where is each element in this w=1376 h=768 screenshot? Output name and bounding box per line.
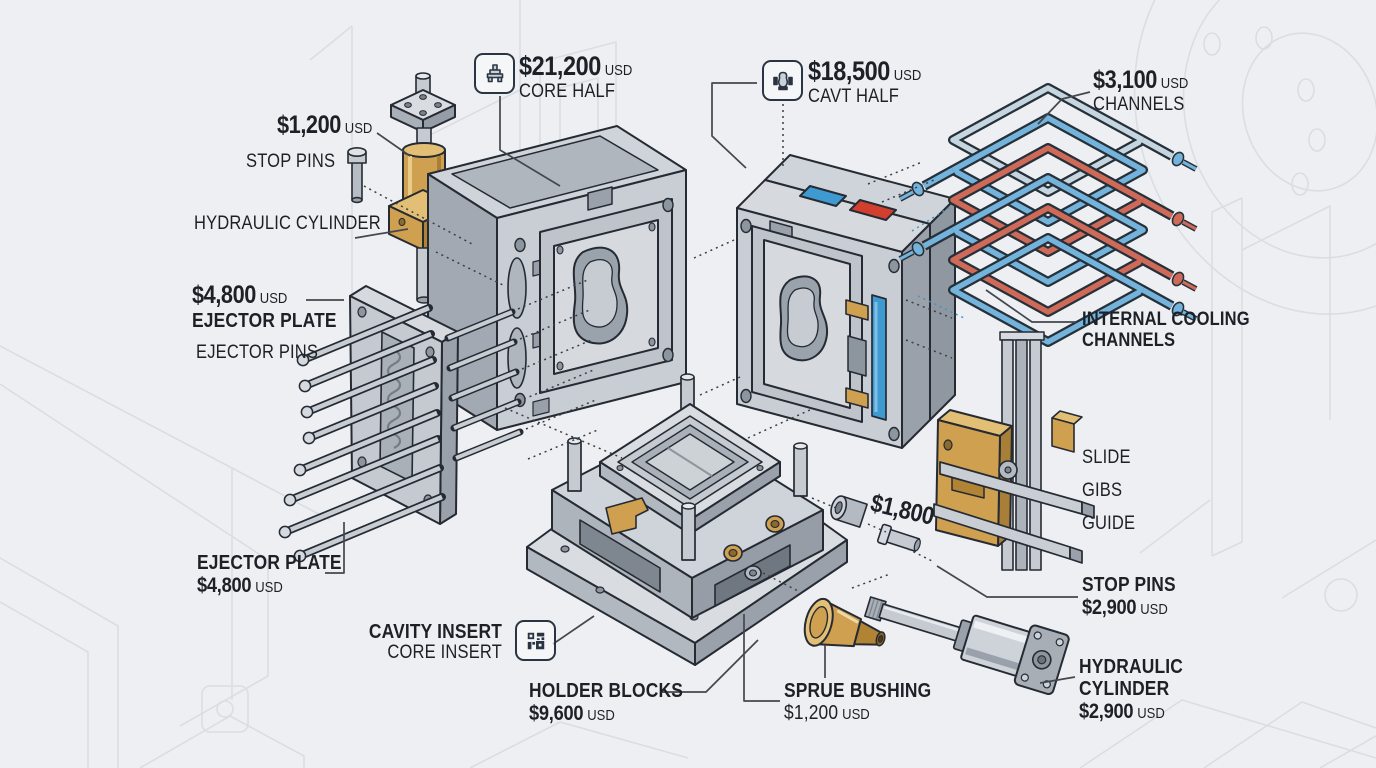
part-hydraulic-cylinder-bottom (864, 596, 1070, 696)
label-cavity-half: $18,500 USD CAVT HALF (808, 56, 922, 108)
part-cooling-channels (898, 83, 1198, 347)
price-text: $9,600 (529, 702, 584, 725)
price-text: $2,900 (1082, 596, 1137, 619)
currency-text: USD (604, 62, 633, 79)
label-stop-pins-price: $1,200 USD (277, 111, 373, 140)
label-holder-blocks: HOLDER BLOCKS $9,600 USD (529, 680, 683, 725)
part-stop-pin-top (347, 147, 367, 204)
line1: INTERNAL COOLING (1082, 309, 1250, 330)
line2: CORE INSERT (387, 642, 502, 663)
dotted-alignment-lines (363, 104, 965, 593)
part-holder-blocks (526, 373, 848, 666)
mold-cavity-icon (762, 60, 803, 101)
label-ejector-plate-lower: EJECTOR PLATE $4,800 USD (197, 552, 342, 597)
label-stop-pins-top: STOP PINS (246, 151, 336, 172)
label-hydraulic-cylinder-top: HYDRAULIC CYLINDER (194, 213, 381, 234)
currency-text: USD (587, 707, 615, 724)
part-core-half (427, 125, 687, 431)
currency-text: USD (842, 706, 870, 723)
currency-text: USD (255, 579, 283, 596)
price-text: $18,500 (808, 56, 890, 86)
part-slide-gibs-guide (933, 331, 1095, 571)
label-ejector-plate-upper: $4,800 USD EJECTOR PLATE (192, 281, 337, 332)
price-text: $2,900 (1079, 700, 1134, 723)
part-small-pin (876, 523, 921, 553)
part-sprue-bushing (803, 597, 886, 648)
line1: HYDRAULIC (1079, 656, 1184, 678)
price-text: $21,200 (519, 51, 601, 81)
label-inserts: CAVITY INSERT CORE INSERT (352, 621, 502, 664)
guide-pin (793, 442, 808, 497)
currency-text: USD (1160, 75, 1189, 92)
part-name: SPRUE BUSHING (784, 680, 932, 702)
insert-grid-icon (515, 620, 556, 661)
part-name: STOP PINS (1082, 574, 1176, 596)
label-hydraulic-cylinder-lower: HYDRAULIC CYLINDER $2,900 USD (1079, 656, 1183, 723)
guide-pin (681, 502, 696, 561)
price-text: $3,100 (1093, 66, 1157, 94)
price-text: $1,200 (784, 702, 839, 724)
label-ejector-pins: EJECTOR PINS (196, 342, 319, 363)
leader-lines (306, 82, 1091, 702)
price-text: $4,800 (197, 574, 252, 597)
part-cavity-half (736, 154, 956, 449)
label-core-half: $21,200 USD CORE HALF (519, 51, 633, 103)
part-name: CORE HALF (519, 80, 616, 102)
part-ejector-plate-pins (278, 285, 524, 563)
label-slide: SLIDE (1082, 447, 1131, 468)
line2: CYLINDER (1079, 678, 1170, 700)
currency-text: USD (893, 67, 922, 84)
mold-press-icon (474, 53, 515, 94)
line1: CAVITY INSERT (368, 621, 502, 643)
part-name: HOLDER BLOCKS (529, 680, 684, 702)
price-text: $1,200 (277, 111, 341, 139)
price-text: $4,800 (192, 281, 256, 309)
label-channels-top: $3,100 USD CHANNELS (1093, 66, 1189, 115)
part-name: EJECTOR PLATE (192, 309, 337, 332)
label-sprue-bushing: SPRUE BUSHING $1,200 USD (784, 680, 931, 724)
part-small-bushing (830, 495, 868, 528)
currency-text: USD (1140, 601, 1168, 618)
currency-text: USD (1137, 705, 1165, 722)
label-internal-cooling: INTERNAL COOLING CHANNELS (1082, 309, 1250, 352)
currency-text: USD (344, 120, 373, 137)
label-gibs: GIBS (1082, 480, 1123, 501)
line2: CHANNELS (1082, 329, 1176, 351)
part-name: CAVT HALF (808, 85, 899, 107)
part-name: EJECTOR PLATE (197, 552, 342, 574)
label-guide: GUIDE (1082, 513, 1136, 534)
guide-pin (567, 437, 582, 492)
label-stop-pins-right: STOP PINS $2,900 USD (1082, 574, 1176, 619)
ejector-pins-array (278, 304, 446, 563)
currency-text: USD (259, 290, 288, 307)
parts-layer (278, 72, 1198, 696)
part-name: CHANNELS (1093, 93, 1185, 115)
